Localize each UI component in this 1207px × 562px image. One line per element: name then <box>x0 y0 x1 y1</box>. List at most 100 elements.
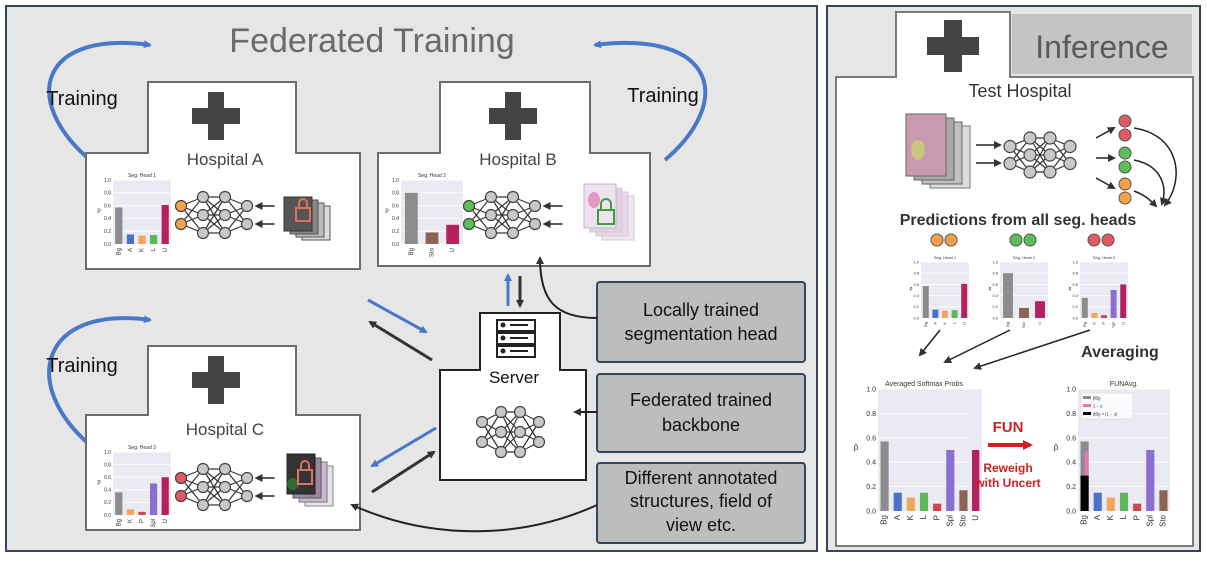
net-node <box>240 471 254 485</box>
arrow-callout-to-hospital-c <box>350 503 598 533</box>
training-label-c: Training <box>46 355 118 377</box>
net-node <box>1063 156 1077 171</box>
x-tick-label: L <box>919 514 928 519</box>
y-tick-label: 0.8 <box>392 191 399 197</box>
net-node <box>196 462 210 476</box>
plot-area <box>113 180 171 244</box>
x-tick-label: U <box>163 248 169 252</box>
arrow-a-to-server <box>367 298 428 334</box>
server-icon <box>496 319 536 358</box>
x-tick-label: U <box>961 322 966 325</box>
hospital-a-lock-icon <box>295 207 311 222</box>
orange-node-pair <box>930 233 958 247</box>
x-tick-label: Sto <box>959 514 968 527</box>
bar-bg <box>1003 273 1013 318</box>
federated-title: Federated Training <box>229 22 514 60</box>
hospital-a-scan-stack <box>283 196 331 241</box>
server-backbone-network <box>475 405 546 459</box>
hospital-b-scan-stack <box>583 183 635 241</box>
y-axis-label: p <box>1069 286 1072 292</box>
hospital-a-network <box>174 190 275 240</box>
callout-annotations <box>596 462 806 544</box>
legend-label: 1 − u <box>1093 404 1103 409</box>
bar-p <box>138 511 146 515</box>
y-tick-label: 0.6 <box>866 435 876 442</box>
net-node <box>196 190 210 204</box>
legend-label: p̂Bg <box>1093 396 1101 401</box>
chart-title: Seg. Head 3 <box>1093 255 1116 260</box>
chart-title: Seg. Head 2 <box>418 173 446 179</box>
x-tick-label: P <box>140 519 146 523</box>
chart-title: Seg. Head 1 <box>934 255 957 260</box>
bar-spl <box>150 483 158 515</box>
y-tick-label: 0.0 <box>913 315 919 320</box>
x-tick-label: Bg <box>880 515 889 525</box>
y-axis-label: p̂ <box>854 443 859 452</box>
hospital-c-network <box>174 462 275 512</box>
y-tick-label: 0.8 <box>104 191 111 197</box>
y-tick-label: 0.4 <box>913 293 919 298</box>
net-node <box>218 208 232 222</box>
arrow-net-to-red <box>1095 127 1116 139</box>
plot-area <box>921 262 969 318</box>
bar-l <box>919 492 929 511</box>
y-tick-label: 0.0 <box>866 508 876 515</box>
bar-spl <box>1146 450 1155 511</box>
bar-bg <box>115 492 123 515</box>
bar-k <box>906 497 915 511</box>
y-tick-label: 0.6 <box>1072 282 1078 287</box>
arrow-head3-to-avg <box>973 329 1091 370</box>
hospital-b-name: Hospital B <box>479 150 556 169</box>
bar-p <box>1133 503 1142 511</box>
bar-u <box>1120 284 1127 318</box>
y-tick-label: 0.2 <box>1072 304 1078 309</box>
inference-title: Inference <box>1035 29 1168 65</box>
hospital-c-name: Hospital C <box>186 420 264 439</box>
server-frame <box>439 312 587 481</box>
arrow-orange-to-predictions <box>1133 190 1158 208</box>
bar-p <box>1101 315 1107 318</box>
plot-area <box>878 389 970 511</box>
net-node <box>218 498 232 512</box>
y-tick-label: 0.0 <box>392 242 399 248</box>
x-tick-label: K <box>140 248 146 252</box>
bar-p <box>933 503 942 511</box>
x-tick-label: K <box>1106 514 1115 520</box>
hospital-a-cross-icon <box>192 92 240 140</box>
y-tick-label: 0.8 <box>913 271 919 276</box>
bar-a <box>126 234 134 244</box>
bar-a <box>893 492 902 511</box>
x-tick-label: K <box>942 322 947 325</box>
bar-sto <box>1159 490 1168 511</box>
y-tick-label: 0.4 <box>866 460 876 467</box>
net-node <box>494 445 508 459</box>
y-tick-label: 0.6 <box>104 203 111 209</box>
net-edge <box>202 196 226 234</box>
test-hospital-label: Test Hospital <box>968 81 1071 101</box>
bar-sto <box>959 490 968 511</box>
y-tick-label: 0.4 <box>104 216 111 222</box>
x-tick-label: Spl <box>1111 322 1116 328</box>
x-tick-label: Bg <box>1005 322 1010 327</box>
bar-u <box>161 204 169 244</box>
x-tick-label: Bg <box>409 248 415 255</box>
y-tick-label: 1.0 <box>992 259 998 264</box>
net-node <box>1023 148 1037 162</box>
test-network <box>1003 131 1077 179</box>
bar-bg <box>922 286 929 318</box>
bar-bg <box>1081 297 1088 318</box>
net-node <box>196 480 210 494</box>
bar-u <box>961 283 968 318</box>
bar-sto <box>1019 307 1029 318</box>
x-tick-label: A <box>1093 514 1102 520</box>
bar-k <box>126 509 134 515</box>
net-node <box>513 405 527 419</box>
net-node <box>1043 148 1057 162</box>
chart-title: Averaged Softmax Probs <box>885 381 963 388</box>
y-tick-label: 0.6 <box>913 282 919 287</box>
net-node <box>1023 165 1037 179</box>
